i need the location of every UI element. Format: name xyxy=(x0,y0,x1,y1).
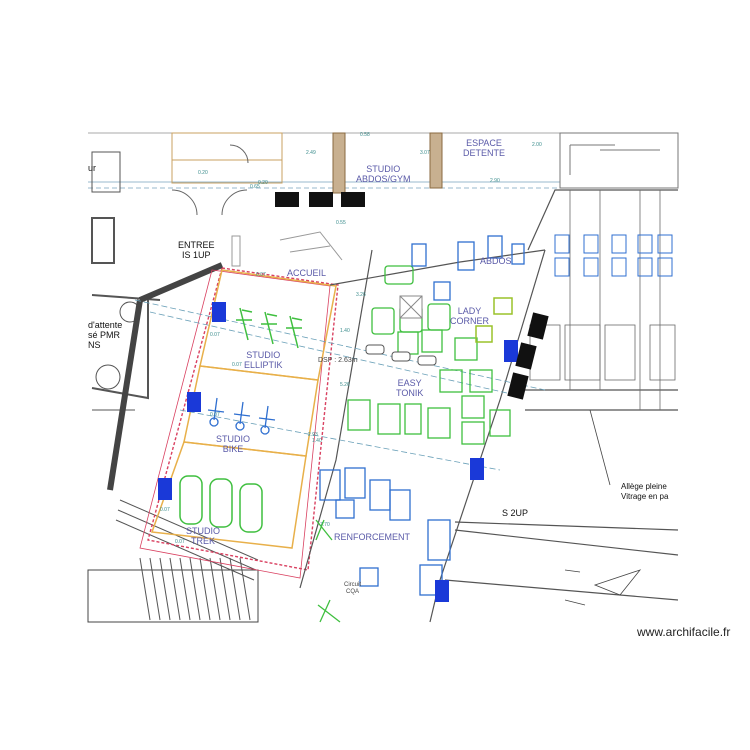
dim-label: 3.26 xyxy=(356,292,366,298)
studios-perimeter xyxy=(147,267,339,571)
label-line: sé PMR xyxy=(88,330,121,340)
dim-label: 0.55 xyxy=(336,220,346,226)
dim-label: 0.07 xyxy=(256,272,266,278)
label-line: ELLIPTIK xyxy=(244,360,283,370)
dim-label: 0.20 xyxy=(258,180,268,186)
label-line: TREK xyxy=(191,536,216,546)
dim-label: 0.07 xyxy=(175,539,185,545)
label-renforcement: RENFORCEMENT xyxy=(334,532,410,542)
label-studio-bike: STUDIO BIKE xyxy=(216,434,250,454)
elliptik-machines xyxy=(236,307,303,349)
bike-machines xyxy=(207,397,276,435)
dark-blocks xyxy=(275,192,549,400)
label-circuit: Circuit CQA xyxy=(344,582,361,596)
benches xyxy=(231,231,437,366)
dim-label: 3.07 xyxy=(420,150,430,156)
label-ur: ur xyxy=(88,163,97,173)
studio-rooms xyxy=(150,269,337,549)
label-abdos: ABDOS xyxy=(480,256,512,266)
label-line: CQA xyxy=(346,589,360,595)
label-espace-detente: ESPACE DETENTE xyxy=(463,138,505,158)
staircase xyxy=(115,499,259,621)
label-line: IS 1UP xyxy=(182,250,211,260)
label-line: ENTREE xyxy=(178,240,215,250)
label-line: STUDIO xyxy=(216,434,251,444)
label-studio-elliptik: STUDIO ELLIPTIK xyxy=(244,350,283,370)
label-dsp: DSP : 2.63m xyxy=(318,357,358,364)
label-s2up: S 2UP xyxy=(502,508,529,518)
label-line: STUDIO xyxy=(246,350,281,360)
dim-label: 2.00 xyxy=(532,142,542,148)
strength-equipment xyxy=(319,235,525,596)
label-entree: ENTREE IS 1UP xyxy=(178,240,215,260)
cardio-equipment xyxy=(315,265,511,623)
label-line: LADY xyxy=(457,306,482,316)
dim-label: 1.40 xyxy=(340,328,350,334)
dim-label: 2.90 xyxy=(490,178,500,184)
trek-treadmills xyxy=(179,475,263,533)
label-line: Vitrage en pa xyxy=(621,492,669,501)
entrance-doors xyxy=(171,144,249,216)
label-line: DETENTE xyxy=(463,148,506,158)
left-structure xyxy=(87,151,259,623)
right-fixtures xyxy=(554,234,673,277)
label-line: TONIK xyxy=(396,388,424,398)
dim-label: 2.93 xyxy=(308,432,318,438)
label-salle-attente: d'attente sé PMR NS xyxy=(88,320,122,350)
dim-label: 5.26 xyxy=(340,382,350,388)
label-line: STUDIO xyxy=(186,526,221,536)
dim-label: 0.07 xyxy=(210,332,220,338)
label-line: NS xyxy=(88,340,101,350)
dim-label: 0.20 xyxy=(198,170,208,176)
label-studio-abdos-gym: STUDIO ABDOS/GYM xyxy=(356,164,411,184)
label-easy-tonik: EASY TONIK xyxy=(396,378,423,398)
dim-label: 1.40 xyxy=(312,438,322,444)
dim-label: 0.07 xyxy=(232,362,242,368)
dim-label: 0.58 xyxy=(360,132,370,138)
dim-label: 7.70 xyxy=(320,522,330,528)
dim-label: 0.65 xyxy=(250,184,260,190)
label-line: ESPACE xyxy=(466,138,502,148)
label-lady-corner: LADY CORNER xyxy=(450,306,489,326)
right-lockers xyxy=(529,190,676,410)
top-wall-band xyxy=(88,132,679,194)
dim-label: 2.49 xyxy=(306,150,316,156)
label-accueil: ACCUEIL xyxy=(287,268,327,278)
label-line: STUDIO xyxy=(366,164,401,174)
label-line: BIKE xyxy=(222,444,244,454)
watermark: www.archifacile.fr xyxy=(637,625,731,639)
label-line: Circuit xyxy=(344,582,362,588)
label-line: d'attente xyxy=(88,320,123,330)
label-allege: Allège pleine Vitrage en pa xyxy=(621,482,668,502)
axis-lines xyxy=(134,299,546,471)
dim-label: 0.07 xyxy=(160,507,170,513)
blue-blocks xyxy=(158,302,518,602)
label-line: ABDOS/GYM xyxy=(356,174,411,184)
label-line: Allège pleine xyxy=(621,482,667,491)
floor-markings xyxy=(564,569,642,606)
dim-label: 0.07 xyxy=(210,412,220,418)
label-line: EASY xyxy=(397,378,422,388)
label-line: CORNER xyxy=(450,316,490,326)
lady-corner-equipment xyxy=(475,297,513,343)
label-studio-trek: STUDIO TREK xyxy=(186,526,220,546)
